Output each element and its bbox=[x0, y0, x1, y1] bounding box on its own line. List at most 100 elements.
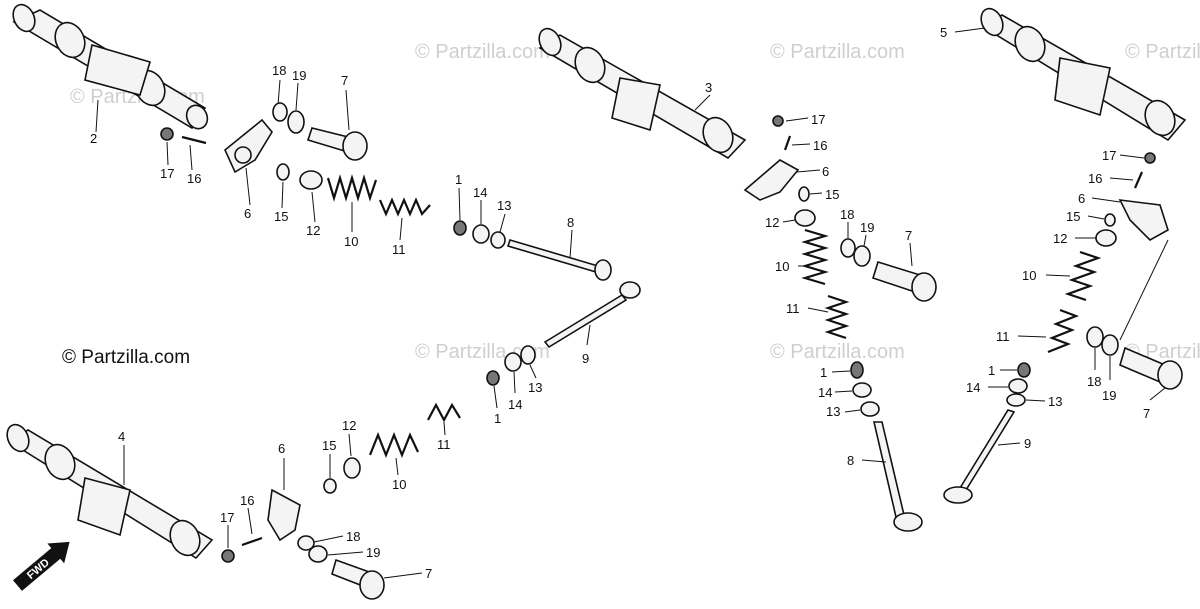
camshaft-3[interactable] bbox=[535, 25, 747, 160]
bolt-16[interactable] bbox=[181, 135, 207, 145]
washer-14[interactable] bbox=[504, 352, 522, 372]
spring-outer-10[interactable] bbox=[368, 432, 419, 458]
callout-6: 6 bbox=[796, 164, 829, 179]
callout-12: 12 bbox=[765, 215, 796, 230]
o-ring-19[interactable] bbox=[308, 545, 328, 563]
callout-1: 1 bbox=[988, 363, 1017, 378]
rocker-shaft-7[interactable] bbox=[331, 558, 385, 600]
spring-outer-10[interactable] bbox=[801, 228, 829, 286]
rocker-shaft-7[interactable] bbox=[306, 127, 368, 161]
bolt-16[interactable] bbox=[241, 536, 263, 547]
svg-text:6: 6 bbox=[822, 164, 829, 179]
rocker-shaft-7[interactable] bbox=[872, 260, 937, 302]
callout-15: 15 bbox=[809, 187, 839, 202]
washer-14[interactable] bbox=[1008, 378, 1028, 394]
rocker-arm-6[interactable] bbox=[267, 488, 301, 542]
callout-16: 16 bbox=[187, 144, 201, 186]
cap-15[interactable] bbox=[276, 163, 290, 181]
seal-1[interactable] bbox=[1017, 362, 1031, 378]
callout-14: 14 bbox=[818, 385, 853, 400]
spring-outer-10[interactable] bbox=[1064, 250, 1102, 302]
svg-text:8: 8 bbox=[847, 453, 854, 468]
cotter-13[interactable] bbox=[520, 345, 536, 365]
svg-text:10: 10 bbox=[344, 234, 358, 249]
callout-7: 7 bbox=[905, 228, 913, 267]
o-ring-19[interactable] bbox=[1101, 334, 1119, 356]
camshaft-5[interactable] bbox=[977, 5, 1187, 142]
camshaft-2[interactable] bbox=[9, 1, 211, 132]
o-ring-19[interactable] bbox=[853, 245, 871, 267]
seal-1[interactable] bbox=[453, 220, 467, 236]
spring-inner-11[interactable] bbox=[824, 294, 850, 340]
rocker-arm-6[interactable] bbox=[224, 118, 273, 174]
washer-18[interactable] bbox=[1086, 326, 1104, 348]
spring-inner-11[interactable] bbox=[427, 402, 461, 423]
callout-18: 18 bbox=[272, 63, 286, 106]
cotter-13[interactable] bbox=[1006, 393, 1026, 407]
callout-10: 10 bbox=[775, 259, 808, 274]
svg-text:1: 1 bbox=[455, 172, 462, 187]
cotter-13[interactable] bbox=[490, 231, 506, 249]
callout-11: 11 bbox=[996, 329, 1047, 344]
spring-inner-11[interactable] bbox=[1047, 308, 1080, 354]
nut-17[interactable] bbox=[772, 115, 784, 127]
washer-14[interactable] bbox=[472, 224, 490, 244]
callout-3: 3 bbox=[694, 80, 712, 111]
cap-15[interactable] bbox=[323, 478, 337, 494]
retainer-12[interactable] bbox=[794, 209, 816, 227]
svg-text:6: 6 bbox=[1078, 191, 1085, 206]
cotter-13[interactable] bbox=[860, 401, 880, 417]
watermark: © Partzilla.com bbox=[1125, 41, 1200, 63]
rocker-arm-6[interactable] bbox=[1118, 199, 1169, 241]
callout-10: 10 bbox=[344, 202, 358, 249]
camshaft-4[interactable] bbox=[3, 421, 214, 560]
valve-9[interactable] bbox=[543, 281, 641, 349]
seal-1[interactable] bbox=[850, 361, 864, 379]
svg-text:11: 11 bbox=[786, 301, 800, 316]
spring-inner-11[interactable] bbox=[378, 197, 431, 217]
cap-15[interactable] bbox=[1104, 213, 1116, 227]
retainer-12[interactable] bbox=[1095, 229, 1117, 247]
svg-text:14: 14 bbox=[508, 397, 522, 412]
fwd-arrow-icon: FWD bbox=[12, 541, 70, 591]
spring-outer-10[interactable] bbox=[326, 174, 378, 202]
svg-text:14: 14 bbox=[473, 185, 487, 200]
callout-17: 17 bbox=[220, 510, 234, 548]
bolt-16[interactable] bbox=[1133, 171, 1144, 189]
watermark: © Partzilla.com bbox=[770, 41, 905, 63]
retainer-12[interactable] bbox=[343, 457, 361, 479]
svg-text:17: 17 bbox=[1102, 148, 1116, 163]
nut-17[interactable] bbox=[221, 549, 235, 563]
o-ring-19[interactable] bbox=[287, 110, 305, 134]
callout-15: 15 bbox=[322, 438, 336, 478]
svg-text:19: 19 bbox=[292, 68, 306, 83]
nut-17[interactable] bbox=[160, 127, 174, 141]
cap-15[interactable] bbox=[798, 186, 810, 202]
svg-text:3: 3 bbox=[705, 80, 712, 95]
nut-17[interactable] bbox=[1144, 152, 1156, 164]
washer-18[interactable] bbox=[297, 535, 315, 551]
svg-text:15: 15 bbox=[274, 209, 288, 224]
svg-text:1: 1 bbox=[820, 365, 827, 380]
copyright-text-line1: © Partzilla.com bbox=[62, 347, 190, 368]
svg-text:17: 17 bbox=[811, 112, 825, 127]
callout-13: 13 bbox=[1025, 394, 1062, 409]
svg-text:13: 13 bbox=[1048, 394, 1062, 409]
svg-text:10: 10 bbox=[1022, 268, 1036, 283]
bolt-16[interactable] bbox=[783, 135, 792, 151]
washer-18[interactable] bbox=[840, 238, 856, 258]
seal-1[interactable] bbox=[486, 370, 500, 386]
valve-9[interactable] bbox=[943, 409, 1016, 504]
rocker-shaft-7[interactable] bbox=[1119, 346, 1183, 390]
valve-8[interactable] bbox=[506, 239, 612, 281]
rocker-arm-6[interactable] bbox=[743, 159, 800, 201]
valve-8[interactable] bbox=[872, 421, 923, 532]
retainer-12[interactable] bbox=[299, 170, 323, 190]
svg-text:16: 16 bbox=[240, 493, 254, 508]
callout-17: 17 bbox=[785, 112, 825, 127]
washer-14[interactable] bbox=[852, 382, 872, 398]
svg-text:13: 13 bbox=[497, 198, 511, 213]
watermark: © Partzilla.com bbox=[770, 341, 905, 363]
washer-18[interactable] bbox=[272, 102, 288, 122]
